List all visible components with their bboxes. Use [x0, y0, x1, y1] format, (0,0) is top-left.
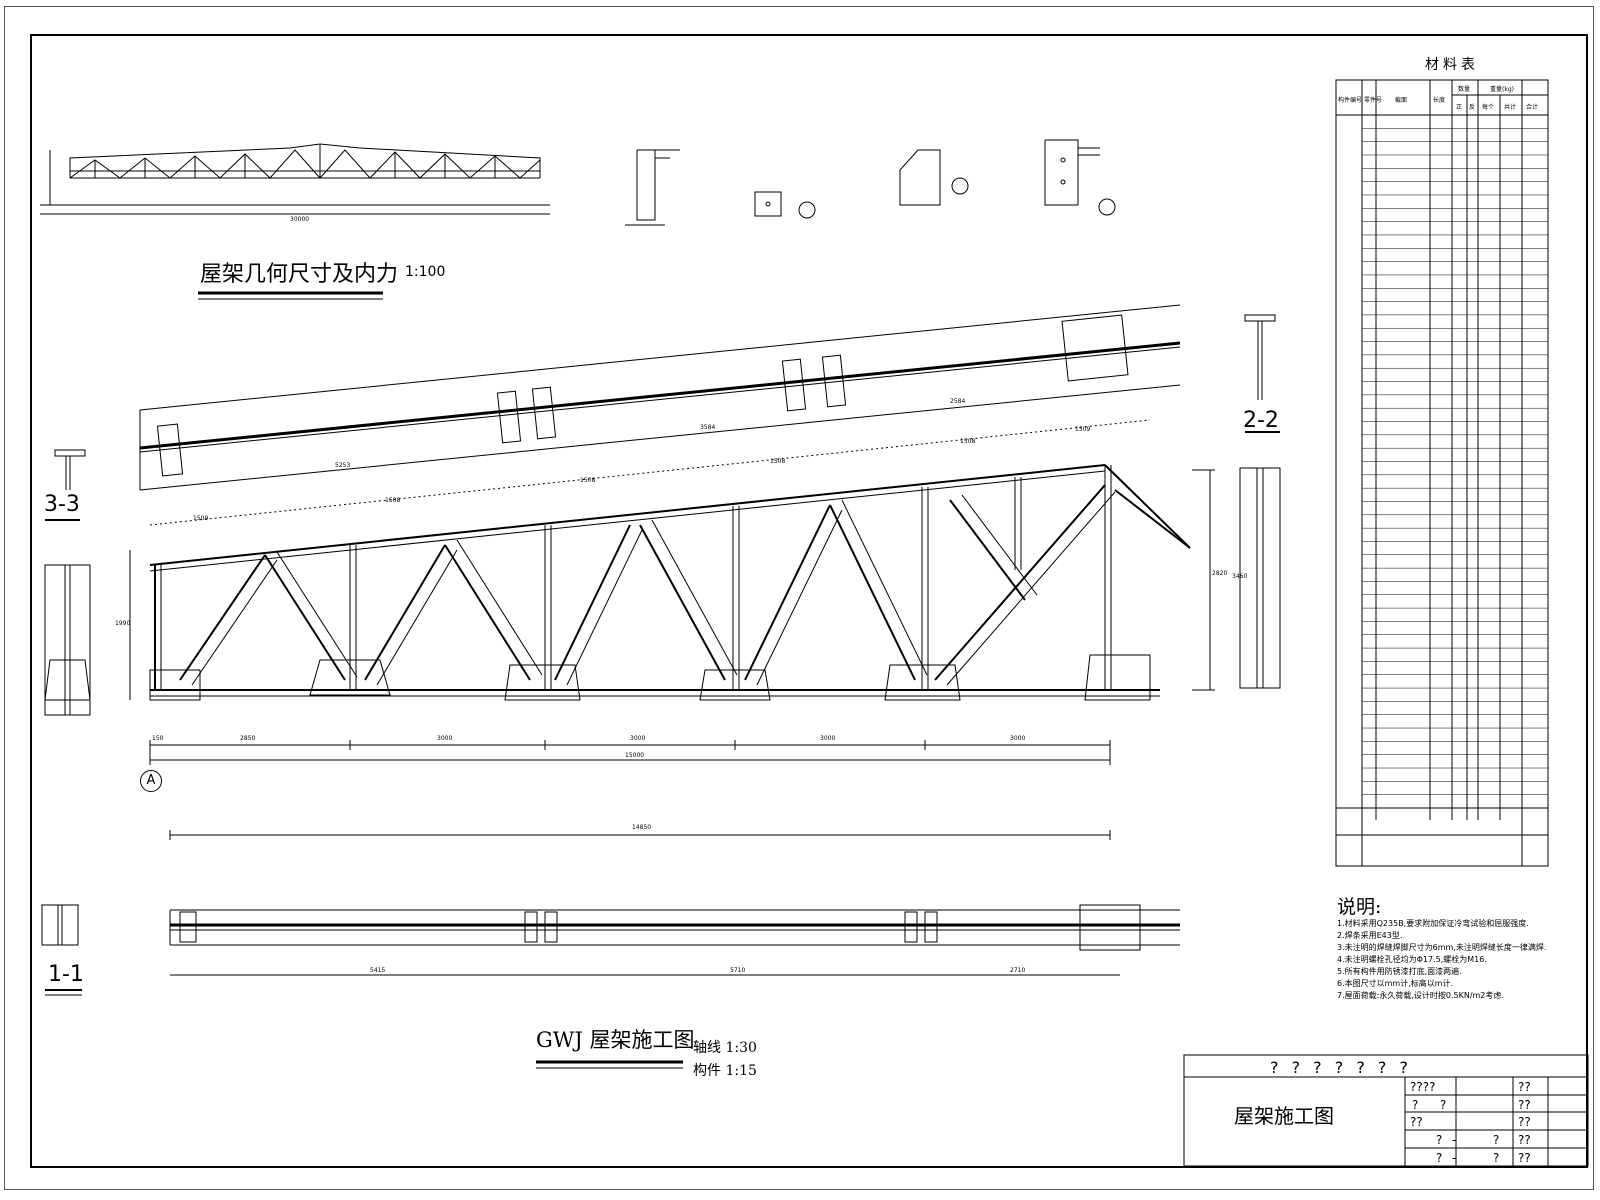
- tb-cell-3: ?: [1440, 1098, 1447, 1112]
- member-scale: 构件 1:15: [693, 1063, 757, 1079]
- mt-h-4: 数量: [1458, 86, 1471, 93]
- note-1: 1.材料采用Q235B,要求附加保证冷弯试验和屈服强度.: [1337, 919, 1529, 928]
- mt-sub-2: 每个: [1482, 104, 1495, 111]
- dim-tcs-1: 3584: [700, 424, 716, 431]
- mt-h-1: 零件号: [1364, 97, 1383, 104]
- dim-panel-3: 3000: [630, 735, 646, 742]
- dim-tc-5: 1509: [1075, 426, 1091, 433]
- tb-cell-14: ??: [1518, 1151, 1531, 1165]
- mt-h-0: 构件编号: [1338, 97, 1363, 104]
- dim-bc-seg-0: 5415: [370, 967, 386, 974]
- tb-cell-13: ?: [1493, 1151, 1500, 1165]
- mt-h-2: 截面: [1395, 97, 1408, 104]
- dim-bottom-chord-length: 14850: [632, 824, 652, 831]
- title-block-grid: [1183, 1054, 1589, 1167]
- dim-bc-seg-2: 2710: [1010, 967, 1026, 974]
- title-block-drawing-name: 屋架施工图: [1234, 1104, 1334, 1128]
- dim-right-height-a: 2820: [1212, 570, 1228, 577]
- drawing-border: [30, 34, 1588, 1168]
- tb-cell-1: ??: [1518, 1080, 1531, 1094]
- dim-tc-2: 1508: [580, 477, 596, 484]
- tb-cell-8: -: [1452, 1133, 1457, 1147]
- section-3-3-label: 3-3: [44, 492, 80, 517]
- top-chord-plan: [139, 304, 1181, 526]
- tb-cell-6: ??: [1518, 1115, 1531, 1129]
- mt-sub-0: 正: [1456, 104, 1463, 111]
- geometry-title: 屋架几何尺寸及内力: [200, 262, 399, 287]
- notes-title: 说明:: [1337, 896, 1382, 918]
- dim-tc-3: 1508: [770, 458, 786, 465]
- dim-tc-1: 1508: [385, 497, 401, 504]
- dim-panel-4: 3000: [820, 735, 836, 742]
- tb-cell-10: ??: [1518, 1133, 1531, 1147]
- material-table-grid: [1335, 79, 1549, 867]
- dim-panel-2: 3000: [437, 735, 453, 742]
- dim-tcs-0: 5253: [335, 462, 351, 469]
- note-5: 5.所有构件用防锈漆打底,面漆两遍.: [1337, 967, 1462, 976]
- mt-sub-3: 共计: [1504, 104, 1517, 111]
- section-3-3-sketch: [44, 449, 91, 716]
- mt-h-3: 长度: [1433, 97, 1446, 104]
- dim-panel-0: 150: [152, 735, 164, 742]
- dim-geo-span: 30000: [290, 216, 310, 223]
- dim-left-height: 1990: [115, 620, 131, 627]
- tb-cell-11: ?: [1436, 1151, 1443, 1165]
- bottom-chord-plan: [169, 830, 1180, 976]
- dim-right-height-b: 3460: [1232, 573, 1248, 580]
- note-2: 2.焊条采用E43型.: [1337, 931, 1403, 940]
- dim-panel-5: 3000: [1010, 735, 1026, 742]
- tb-cell-5: ??: [1410, 1115, 1423, 1129]
- dim-tc-4: 1508: [960, 438, 976, 445]
- note-4: 4.未注明螺栓孔径均为Φ17.5,螺栓为M16.: [1337, 955, 1487, 964]
- main-title: GWJ 屋架施工图: [536, 1028, 695, 1052]
- section-2-2-sketch: [1239, 314, 1281, 689]
- mt-h-5: 重量(kg): [1490, 86, 1514, 93]
- tb-cell-12: -: [1452, 1151, 1457, 1165]
- material-table-title: 材料表: [1425, 57, 1479, 73]
- geometry-scale: 1:100: [405, 264, 446, 280]
- dim-panel-1: 2850: [240, 735, 256, 742]
- section-1-1-sketch: [41, 904, 82, 996]
- geometry-overview-truss: [40, 143, 550, 215]
- section-1-1-label: 1-1: [48, 962, 84, 987]
- title-block-header: ? ? ? ? ? ? ?: [1270, 1058, 1412, 1077]
- tb-cell-7: ?: [1436, 1133, 1443, 1147]
- main-truss-elevation: [129, 464, 1215, 765]
- axis-scale: 轴线 1:30: [693, 1040, 757, 1056]
- detail-sketches: [625, 139, 1116, 226]
- note-3: 3.未注明的焊缝焊脚尺寸为6mm,未注明焊缝长度一律满焊.: [1337, 943, 1547, 952]
- mt-sub-1: 反: [1469, 104, 1476, 111]
- outer-frame: [4, 6, 1594, 1190]
- dim-tcs-2: 2584: [950, 398, 966, 405]
- material-table-rows: [1362, 128, 1548, 795]
- tb-cell-9: ?: [1493, 1133, 1500, 1147]
- section-2-2-label: 2-2: [1243, 408, 1279, 433]
- note-6: 6.本图尺寸以mm计,标高以m计.: [1337, 979, 1454, 988]
- mt-sub-4: 合计: [1526, 104, 1539, 111]
- tb-cell-4: ??: [1518, 1098, 1531, 1112]
- note-7: 7.屋面荷载:永久荷载,设计时按0.5KN/m2考虑.: [1337, 991, 1504, 1000]
- tb-cell-2: ?: [1412, 1098, 1419, 1112]
- tb-cell-0: ????: [1410, 1080, 1436, 1094]
- axis-label-a: A: [140, 770, 162, 792]
- dim-bc-seg-1: 5710: [730, 967, 746, 974]
- dim-bottom-total: 15000: [625, 752, 645, 759]
- dim-tc-0: 1509: [193, 515, 209, 522]
